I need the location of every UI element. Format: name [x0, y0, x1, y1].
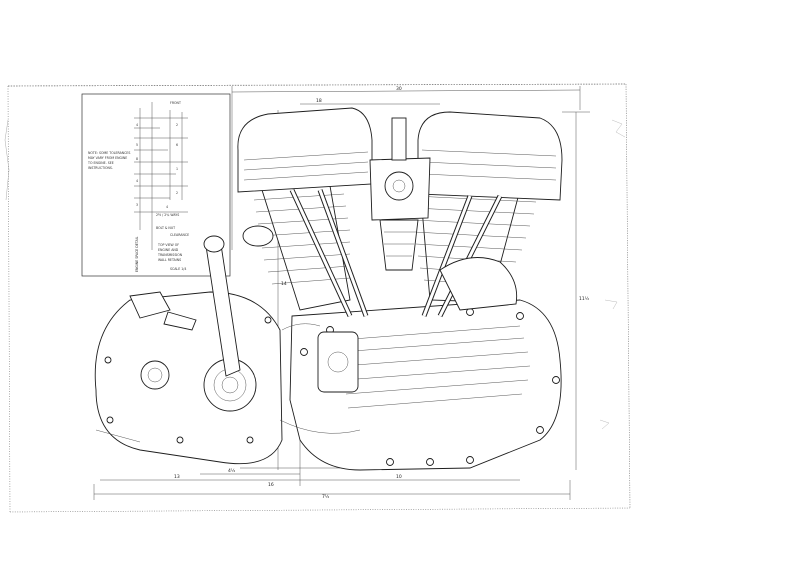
svg-text:NOTE: SOME TOLERANCES: NOTE: SOME TOLERANCES [88, 151, 130, 155]
dim-bottom-3: 10 [396, 474, 402, 480]
air-cleaner [242, 225, 274, 247]
oil-lines [95, 323, 361, 443]
inset-side-caption: ENGINE SPACE DETAIL [135, 236, 139, 272]
svg-text:WALL RETAINS: WALL RETAINS [158, 258, 181, 262]
inset-dim-a: 2½ / 2¾ WAYS [156, 213, 179, 217]
sheet-border [4, 83, 631, 513]
carburetor [369, 117, 431, 271]
inset-dimension-numbers: 4 2 5 6 8 1 4 2 3 4 [136, 123, 178, 209]
front-label: FRONT [170, 101, 181, 105]
svg-text:MAY VARY FROM ENGINE: MAY VARY FROM ENGINE [88, 156, 127, 160]
svg-text:TOP VIEW OF: TOP VIEW OF [157, 243, 179, 247]
dim-overall-width: 30 [396, 86, 402, 92]
gearbox-plug [140, 360, 170, 390]
svg-text:6: 6 [176, 143, 178, 147]
inset-cable-ref: CLEARANCE [170, 233, 189, 237]
crankcase-bolts [300, 308, 560, 466]
dim-bottom-2: 16 [268, 482, 274, 488]
svg-text:4: 4 [136, 123, 138, 127]
gearbox-bolts [104, 316, 272, 444]
svg-text:3: 3 [136, 203, 138, 207]
svg-text:2: 2 [176, 191, 178, 195]
svg-text:TRANSMISSION: TRANSMISSION [157, 253, 183, 257]
dim-right-height: 11½ [579, 295, 590, 302]
svg-text:4: 4 [166, 205, 168, 209]
dim-bottom-1: 13 [174, 474, 180, 480]
svg-text:8: 8 [136, 157, 138, 161]
inset-note: NOTE: SOME TOLERANCES MAY VARY FROM ENGI… [87, 151, 130, 170]
svg-text:ENGINE AND: ENGINE AND [158, 248, 179, 252]
inset-scale: SCALE 1/4 [170, 267, 186, 271]
pushrod-tubes [289, 188, 503, 318]
inset-top-note: TOP VIEW OF ENGINE AND TRANSMISSION WALL… [157, 243, 183, 262]
dim-top-span: 18 [316, 98, 322, 104]
dimension-lines: 30 18 14 11½ 13 16 10 7½ 4½ [93, 86, 590, 500]
svg-text:2: 2 [176, 123, 178, 127]
dim-bottom-5: 4½ [228, 467, 236, 474]
cam-cover [317, 257, 518, 393]
crankcase-fins [339, 325, 531, 409]
inset-dim-b: BOLT & NUT [156, 226, 175, 230]
svg-text:5: 5 [136, 143, 138, 147]
svg-text:1: 1 [176, 167, 178, 171]
svg-text:TO ENGINE. SEE: TO ENGINE. SEE [87, 161, 114, 165]
kick-starter [129, 235, 241, 377]
svg-text:INSTRUCTIONS.: INSTRUCTIONS. [88, 166, 113, 170]
svg-text:4: 4 [136, 179, 138, 183]
dim-height: 14 [281, 281, 287, 287]
dim-bottom-4: 7½ [322, 493, 330, 500]
